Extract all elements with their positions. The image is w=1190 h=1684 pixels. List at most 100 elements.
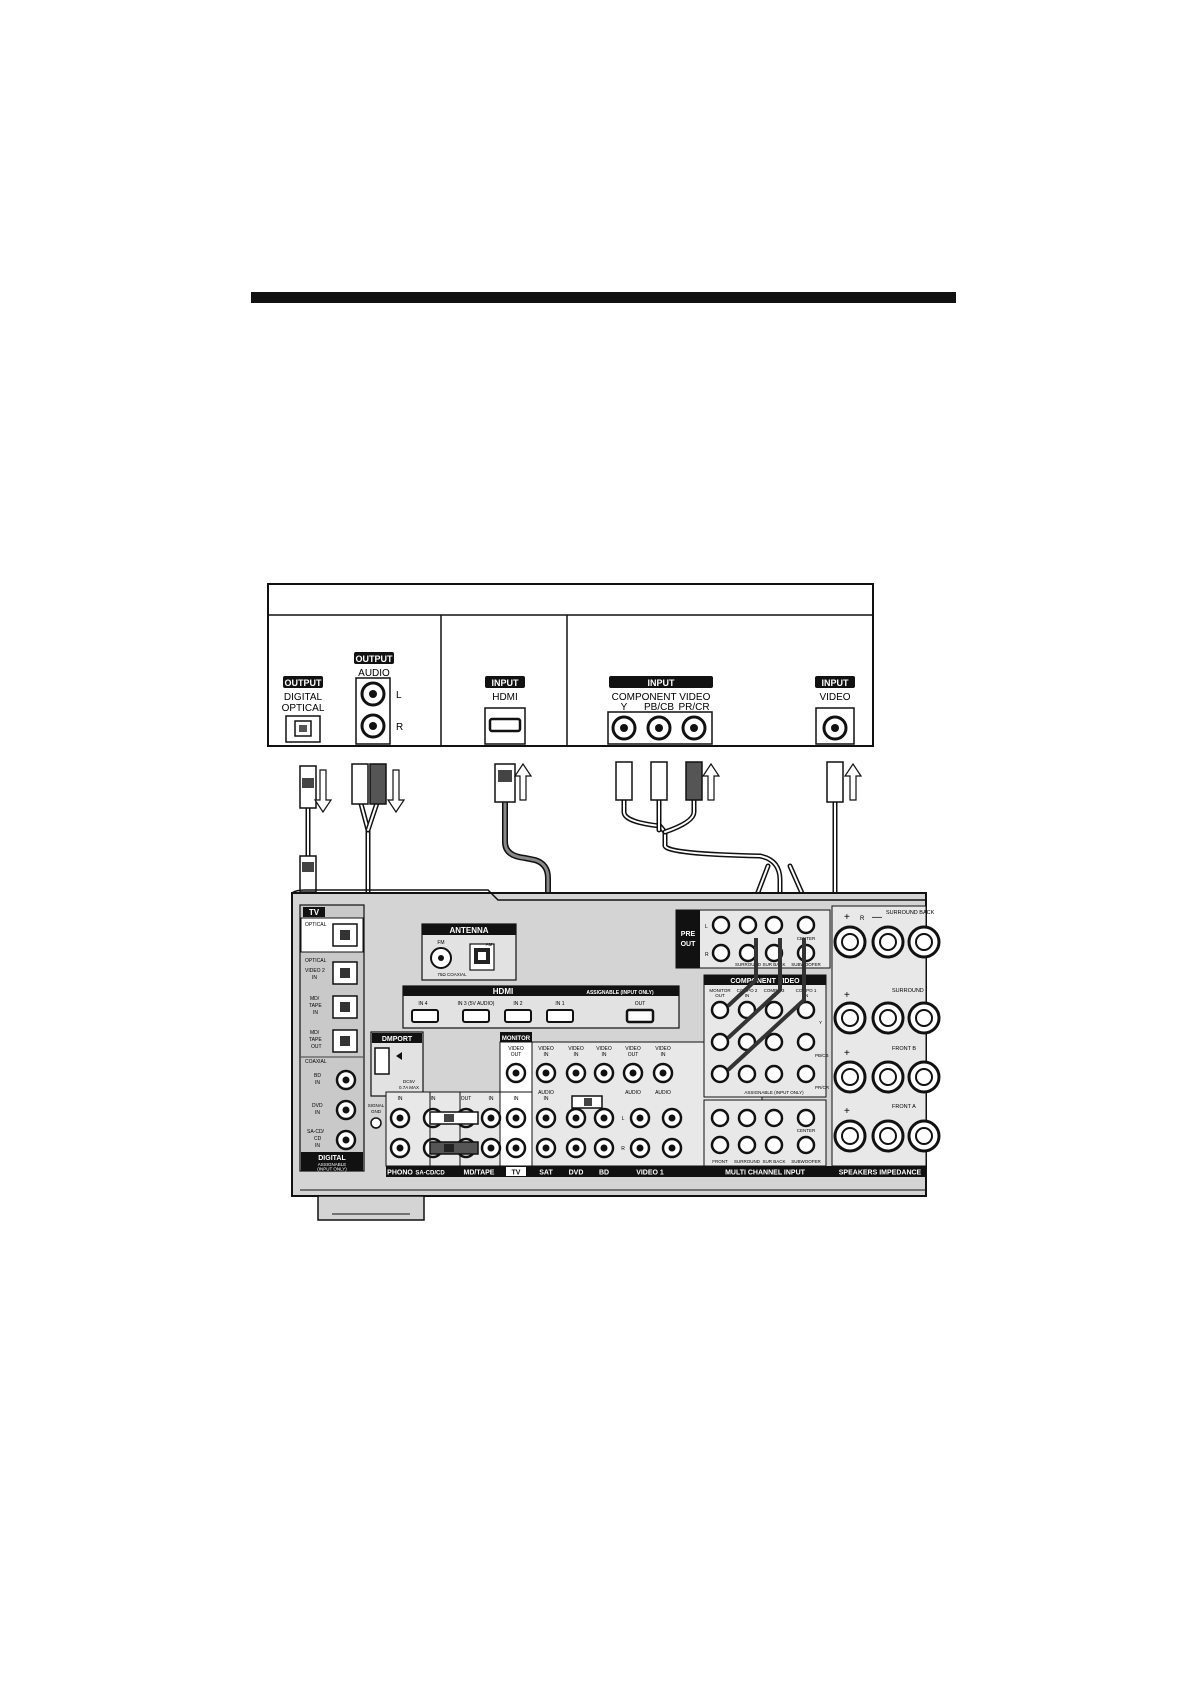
antenna-section: ANTENNA FM 75Ω COAXIAL AM (421, 923, 517, 981)
svg-text:HDMI: HDMI (492, 692, 518, 703)
hdmi-input-jack (488, 717, 522, 733)
tv-badge: TV (309, 908, 320, 917)
svg-text:IN: IN (661, 1052, 666, 1058)
svg-text:DMPORT: DMPORT (382, 1036, 413, 1043)
svg-text:PB/CB: PB/CB (815, 1053, 829, 1058)
tv-panel: OUTPUT DIGITAL OPTICAL OUTPUT AUDIO L R … (267, 583, 874, 747)
svg-text:VIDEO 1: VIDEO 1 (636, 1170, 664, 1177)
svg-text:IN: IN (312, 975, 317, 981)
svg-text:+: + (844, 990, 850, 1001)
svg-text:Y: Y (621, 702, 628, 713)
svg-text:COMPONENT VIDEO: COMPONENT VIDEO (612, 692, 711, 703)
monitor-out-pr-jack (710, 1064, 730, 1084)
svg-text:PHONO: PHONO (387, 1170, 413, 1177)
svg-text:GND: GND (371, 1109, 382, 1114)
svg-text:SAT: SAT (539, 1170, 553, 1177)
svg-text:PB/CB: PB/CB (644, 702, 674, 713)
tv-video-input: INPUT VIDEO (815, 676, 855, 745)
svg-text:AM: AM (486, 942, 493, 947)
tv-audio-output: OUTPUT AUDIO L R (354, 652, 403, 745)
svg-text:—: — (872, 912, 882, 923)
svg-text:VIDEO: VIDEO (596, 1046, 612, 1052)
svg-text:DIGITAL: DIGITAL (284, 692, 323, 703)
svg-text:PR/CR: PR/CR (815, 1085, 830, 1090)
svg-text:HDMI: HDMI (493, 987, 513, 996)
svg-text:COMPO 3: COMPO 3 (764, 988, 785, 993)
svg-text:+: + (844, 1106, 850, 1117)
section-heading-bar (251, 292, 956, 303)
svg-text:FRONT A: FRONT A (892, 1104, 916, 1110)
tv-hdmi-input: INPUT HDMI (484, 676, 526, 745)
svg-text:R: R (860, 916, 865, 922)
multi-channel-input-section: FRONT SURROUND SUR BACK SUBWOOFER CENTER (703, 1099, 827, 1167)
svg-text:IN: IN (544, 1096, 549, 1102)
pre-out-section: PRE OUT L R SURROUND SUR BACK SUBWOOFER … (675, 909, 831, 969)
svg-text:R: R (621, 1146, 625, 1152)
svg-text:ANTENNA: ANTENNA (449, 926, 488, 935)
hdmi-in2-jack (504, 1009, 532, 1023)
svg-text:MONITOR: MONITOR (502, 1036, 531, 1042)
svg-text:DIGITAL: DIGITAL (318, 1155, 346, 1162)
svg-text:MD/: MD/ (310, 1030, 320, 1036)
svg-text:AUDIO: AUDIO (625, 1090, 641, 1096)
svg-text:OUT: OUT (715, 993, 725, 998)
monitor-out-pb-jack (710, 1032, 730, 1052)
svg-text:Y: Y (819, 1020, 822, 1025)
signal-ground-terminal (370, 1117, 382, 1129)
svg-text:OUT: OUT (635, 1001, 646, 1007)
svg-text:OUT: OUT (461, 1096, 472, 1102)
svg-text:SURROUND: SURROUND (734, 1159, 761, 1164)
monitor-out-y-jack (710, 1000, 730, 1020)
hdmi-out-jack (625, 1008, 655, 1024)
svg-text:OPTICAL: OPTICAL (305, 958, 327, 964)
svg-text:(INPUT ONLY): (INPUT ONLY) (317, 1167, 347, 1172)
svg-text:VIDEO 2: VIDEO 2 (305, 968, 325, 974)
svg-text:FM: FM (437, 940, 444, 946)
svg-text:VIDEO: VIDEO (655, 1046, 671, 1052)
svg-text:TAPE: TAPE (309, 1037, 322, 1043)
svg-text:IN: IN (315, 1143, 320, 1149)
svg-text:TV: TV (512, 1170, 521, 1177)
tv-component-video-input: INPUT COMPONENT VIDEO Y PB/CB PR/CR (607, 676, 713, 745)
svg-text:IN: IN (489, 1096, 494, 1102)
svg-text:COMPO 1: COMPO 1 (796, 988, 817, 993)
svg-text:L: L (705, 924, 708, 930)
svg-text:+: + (844, 912, 850, 923)
tv-digital-optical-output: OUTPUT DIGITAL OPTICAL (282, 676, 325, 743)
svg-text:COMPONENT VIDEO: COMPONENT VIDEO (730, 978, 800, 985)
svg-text:MD/: MD/ (310, 996, 320, 1002)
svg-text:IN: IN (602, 1052, 607, 1058)
svg-text:OUT: OUT (681, 941, 697, 948)
av-receiver-rear-panel: TV OPTICAL OPTICAL VIDEO 2 IN MD/ TAPE I… (291, 889, 941, 1221)
svg-text:SIGNAL: SIGNAL (368, 1103, 385, 1108)
svg-text:SUBWOOFER: SUBWOOFER (791, 962, 821, 967)
svg-text:BD: BD (314, 1073, 321, 1079)
svg-text:CENTER: CENTER (797, 1128, 816, 1133)
svg-text:DVD: DVD (312, 1103, 323, 1109)
svg-text:TAPE: TAPE (309, 1003, 322, 1009)
svg-text:IN: IN (745, 993, 750, 998)
svg-text:MD/TAPE: MD/TAPE (464, 1170, 495, 1177)
svg-text:SA-CD/: SA-CD/ (307, 1129, 325, 1135)
svg-text:OUT: OUT (628, 1052, 639, 1058)
svg-text:SUBWOOFER: SUBWOOFER (791, 1159, 821, 1164)
svg-text:AUDIO: AUDIO (655, 1090, 671, 1096)
input-badge: INPUT (648, 678, 676, 688)
dmport-jack (374, 1047, 390, 1075)
svg-text:DC5V: DC5V (403, 1079, 415, 1084)
svg-text:75Ω COAXIAL: 75Ω COAXIAL (437, 972, 467, 977)
svg-text:IN: IN (313, 1010, 318, 1016)
svg-text:COAXIAL: COAXIAL (305, 1059, 327, 1065)
svg-text:L: L (396, 690, 402, 701)
svg-text:DVD: DVD (569, 1170, 584, 1177)
bottom-label-bar: PHONO SA-CD/CD MD/TAPE TV SAT DVD BD VID… (386, 1166, 926, 1177)
svg-text:IN: IN (514, 1096, 519, 1102)
svg-text:OPTICAL: OPTICAL (305, 922, 327, 928)
svg-text:IN: IN (574, 1052, 579, 1058)
digital-assignable-section: TV OPTICAL OPTICAL VIDEO 2 IN MD/ TAPE I… (299, 904, 365, 1172)
svg-text:OUT: OUT (311, 1044, 322, 1050)
svg-text:IN: IN (398, 1096, 403, 1102)
hdmi-in3-jack (462, 1009, 490, 1023)
svg-text:MULTI CHANNEL INPUT: MULTI CHANNEL INPUT (725, 1170, 806, 1177)
svg-text:AUDIO: AUDIO (358, 668, 390, 679)
